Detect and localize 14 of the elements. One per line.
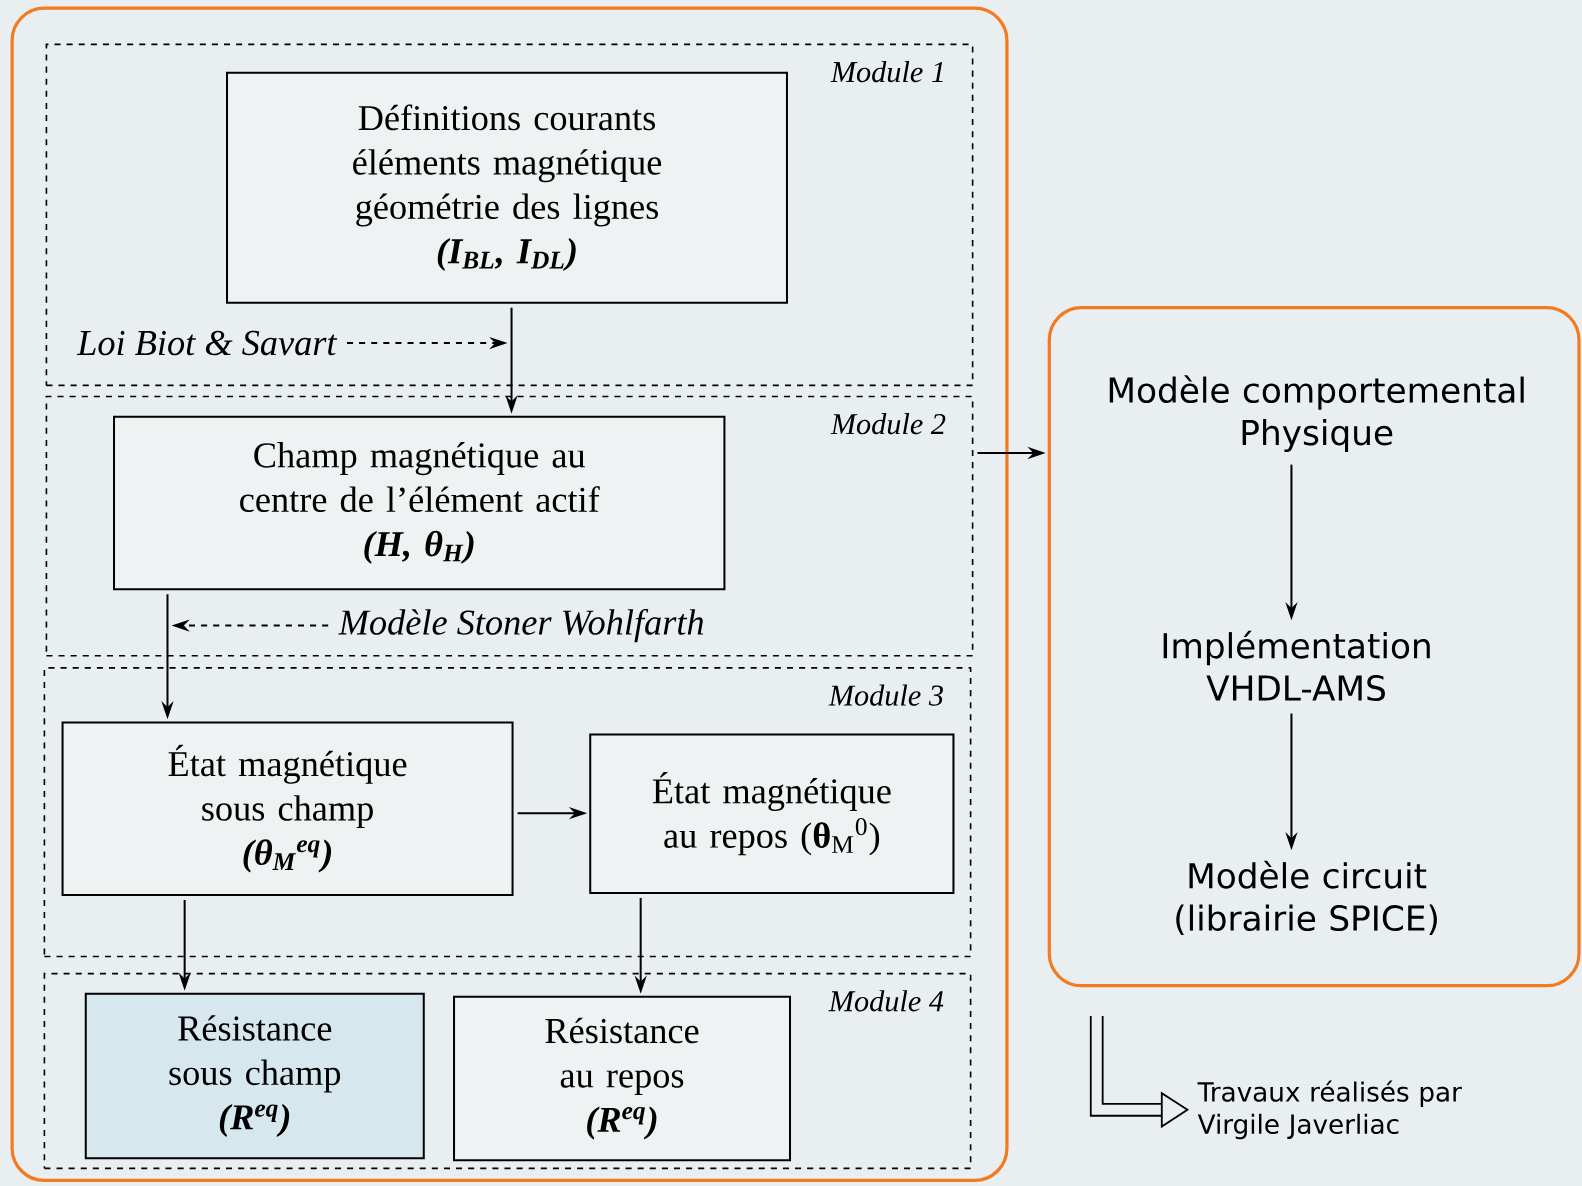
step-text: Modèle circuit (librairie SPICE) [1176, 860, 1437, 935]
process-box: État magnétique au repos (θ$_{M}$$^{0}$) [589, 733, 955, 894]
step-text: Modèle comportemental Physique [1109, 374, 1524, 452]
process-box: État magnétique sous champ (θ$_{M}$$^{eq}$) [61, 721, 514, 896]
rounded-frame [10, 6, 1009, 1182]
credit-note: Travaux réalisés par Virgile Javerliac [1197, 1080, 1462, 1139]
step-text: Implémentation VHDL-AMS [1163, 630, 1430, 701]
method-label: Modèle Stoner Wohlfarth [338, 608, 704, 642]
process-box: Définitions courants éléments magnétique géométrie des lignes (I$_{BL}$, I$_{DL}$) [226, 71, 788, 304]
method-label: Loi Biot & Savart [76, 330, 338, 356]
process-box: Champ magnétique au centre de l’élément actif (H, θ$_{H}$) [113, 415, 726, 590]
process-box: Résistance sous champ (R$^{eq}$) [84, 992, 425, 1159]
rounded-frame [1047, 305, 1581, 988]
process-box: Résistance au repos (R$^{eq}$) [453, 995, 791, 1162]
